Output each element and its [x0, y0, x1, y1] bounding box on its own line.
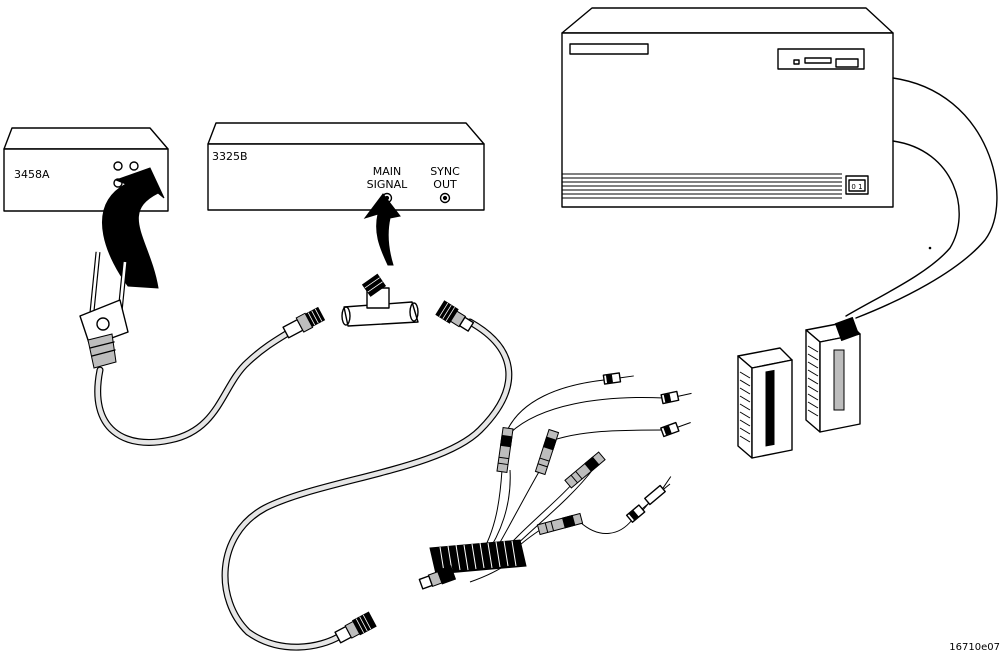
probe-pod-connector-right: [805, 316, 861, 433]
banana-bnc-adapter: [79, 251, 129, 369]
generator-label: 3325B: [212, 150, 248, 163]
power-switch: 0 1: [845, 175, 869, 195]
bnc-cable-short: [94, 306, 326, 446]
probe-lead-header: [418, 539, 527, 590]
logic-analyzer-mainframe: 0 1: [561, 7, 894, 208]
bnc-cable-long: [221, 300, 513, 651]
sync-out-connector: [439, 192, 451, 204]
main-signal-label-2: SIGNAL: [367, 178, 409, 191]
bnc-tee-adapter: [341, 273, 419, 327]
sync-out-label-2: OUT: [433, 178, 457, 191]
power-switch-label: 0 1: [851, 183, 862, 191]
probe-ribbon-cable: [845, 77, 998, 319]
arrow-to-main-signal: [363, 193, 401, 266]
multimeter-label: 3458A: [14, 168, 50, 181]
figure-id: 16710e07: [949, 642, 1000, 653]
main-signal-label-1: MAIN: [373, 165, 402, 178]
front-panel-slot: [569, 43, 649, 55]
probe-pod-connector-left: [737, 347, 793, 459]
ventilation-slots: [562, 173, 842, 199]
arrow-to-multimeter: [102, 167, 165, 289]
sync-out-label-1: SYNC: [430, 165, 460, 178]
function-generator-3325b: 3325B MAIN SIGNAL SYNC OUT: [207, 122, 485, 211]
floppy-drive: [777, 48, 865, 70]
